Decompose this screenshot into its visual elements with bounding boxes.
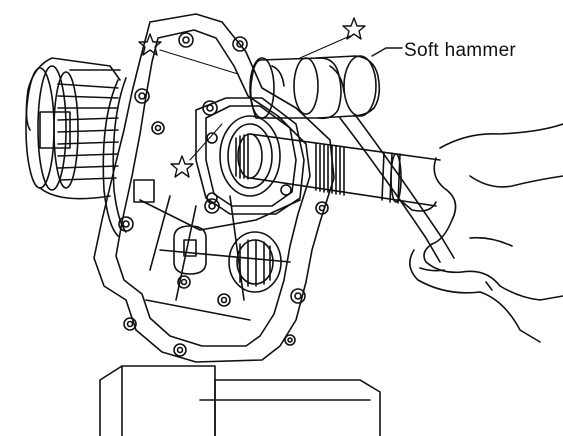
bearing-retainer	[195, 97, 305, 215]
transmission-case	[93, 13, 335, 363]
gear-cluster	[25, 57, 121, 200]
star-marker	[170, 155, 194, 178]
callout-leader-line	[371, 47, 403, 57]
soft-hammer-label: Soft hammer	[404, 40, 517, 61]
output-shaft	[235, 133, 441, 207]
star-marker-group	[138, 17, 366, 178]
star-marker	[342, 17, 366, 40]
vise-base	[99, 365, 381, 436]
soft-hammer	[249, 55, 455, 263]
star-marker	[138, 33, 162, 56]
mechanic-hand	[399, 123, 563, 343]
